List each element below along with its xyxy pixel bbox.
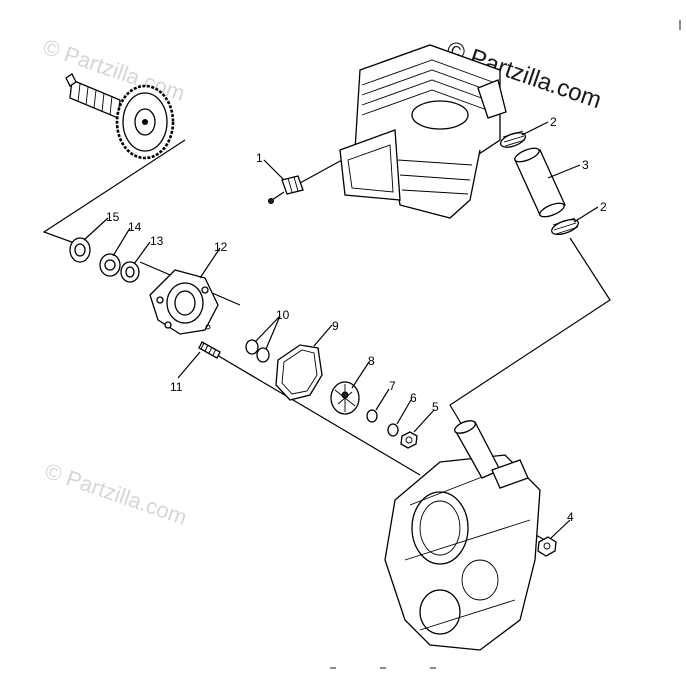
spacer [387,423,399,437]
callout-12: 12 [214,240,228,254]
crankcase-cover [384,420,541,651]
callout-11: 11 [170,380,183,394]
cylinder-head-assembly [339,44,507,219]
temperature-sender [268,175,304,204]
bearing-13 [120,261,140,283]
callout-6: 6 [410,391,417,405]
stud [198,341,221,359]
washer [366,409,378,423]
callout-4: 4 [567,510,574,524]
callout-labels: 1 2 3 2 4 5 6 7 8 9 10 11 12 13 14 15 [106,115,607,524]
coolant-hose [514,147,566,218]
camshaft-gear-assembly [65,73,175,160]
callout-8: 8 [368,354,375,368]
bearing-15 [69,237,91,263]
callout-14: 14 [128,220,142,234]
impeller [330,381,360,415]
callout-2-upper: 2 [550,115,557,129]
pump-housing [149,269,219,335]
callout-leaders [83,121,599,539]
callout-10: 10 [276,308,290,322]
drain-nut [537,536,557,557]
callout-5: 5 [432,400,439,414]
cam-gear [115,84,175,160]
callout-1: 1 [256,151,263,165]
camshaft [65,73,121,119]
lower-hose-clamp [551,217,579,236]
seal-pair [205,324,270,363]
impeller-nut [400,431,418,449]
pump-gasket [275,344,323,401]
callout-9: 9 [332,319,339,333]
callout-7: 7 [389,379,396,393]
upper-hose-clamp [499,130,527,148]
callout-13: 13 [150,234,164,248]
seal-14 [99,253,121,277]
callout-3: 3 [582,158,589,172]
callout-15: 15 [106,210,120,224]
callout-2-lower: 2 [600,200,607,214]
bottom-edge-marks [330,20,681,669]
